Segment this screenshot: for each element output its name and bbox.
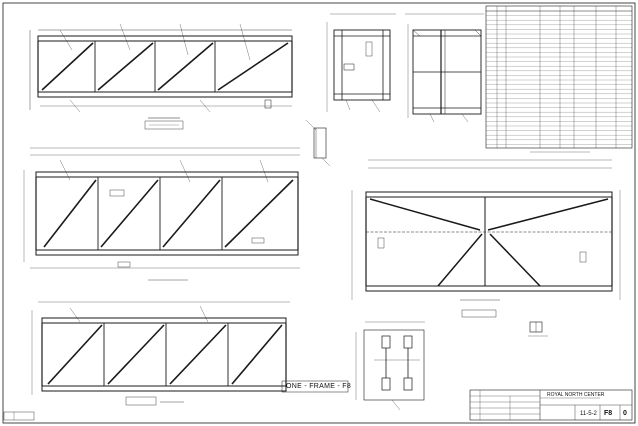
frame-title-box [281,380,349,393]
truss-elevation-middle [23,147,300,281]
connection-detail-right [528,321,548,337]
frame-title: ONE - FRAME - F8 [286,383,352,390]
title-block-job-number: 11-5-2 [580,411,597,417]
title-block [469,389,633,421]
revision-stamp-box [3,411,35,421]
truss-elevation-top [29,23,293,130]
title-block-sheet-number: F8 [604,410,613,417]
title-block-project: ROYAL NORTH CENTER [547,392,605,398]
end-frame-small [326,13,396,113]
section-detail-center [355,321,425,411]
truss-elevation-bottom [31,301,290,406]
end-frame-large [405,13,484,123]
title-block-revision: 0 [623,410,627,417]
bill-of-materials-table [485,5,633,153]
section-detail-small [305,119,331,167]
truss-elevation-right [351,159,621,318]
